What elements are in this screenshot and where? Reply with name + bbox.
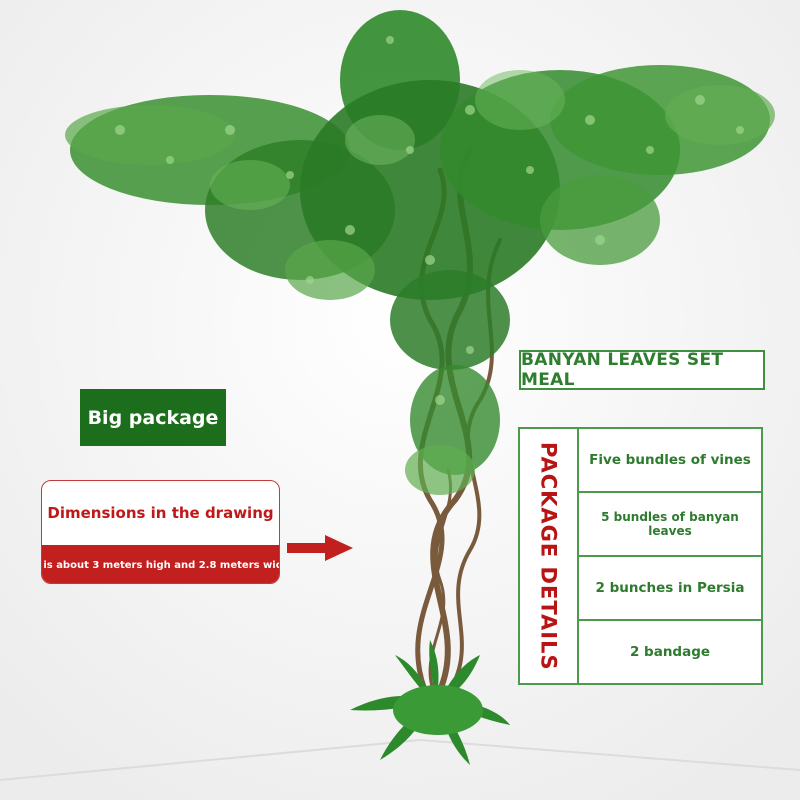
- package-details-table: PACKAGE DETAILS Five bundles of vines 5 …: [518, 427, 763, 685]
- fern-base: [350, 640, 510, 765]
- set-meal-title: BANYAN LEAVES SET MEAL: [519, 350, 765, 390]
- big-package-badge: Big package: [80, 389, 226, 446]
- list-item: 5 bundles of banyan leaves: [579, 493, 761, 557]
- leaf-specks: [115, 36, 744, 405]
- dimensions-card: Dimensions in the drawing It is about 3 …: [41, 480, 280, 584]
- leaf-canopy: [65, 10, 775, 495]
- dimensions-title: Dimensions in the drawing: [47, 504, 274, 522]
- package-details-heading: PACKAGE DETAILS: [536, 441, 561, 671]
- package-details-heading-cell: PACKAGE DETAILS: [520, 429, 579, 683]
- dimensions-subtitle: It is about 3 meters high and 2.8 meters…: [42, 545, 279, 583]
- package-details-list: Five bundles of vines 5 bundles of banya…: [579, 429, 761, 683]
- list-item: Five bundles of vines: [579, 429, 761, 493]
- list-item: 2 bunches in Persia: [579, 557, 761, 621]
- right-arrow-icon: [287, 535, 353, 561]
- list-item: 2 bandage: [629, 644, 711, 660]
